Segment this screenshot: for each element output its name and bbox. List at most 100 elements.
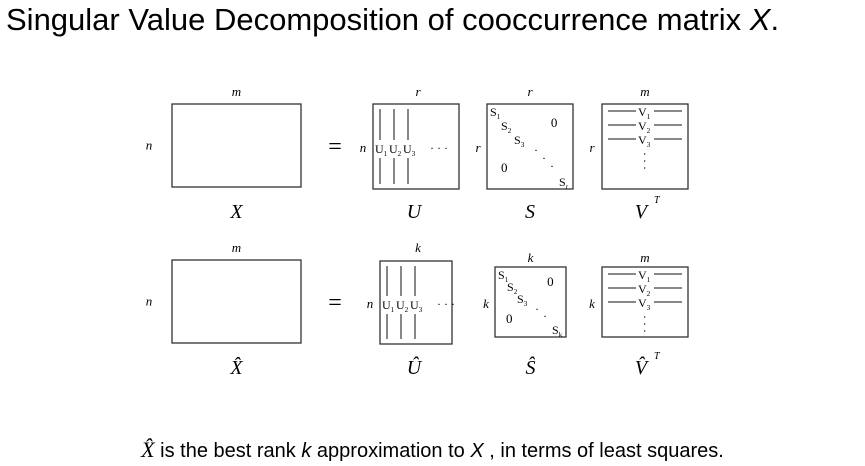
u-column-1-subscript: 1 xyxy=(384,150,388,158)
s-diagonal-2-symbol: S xyxy=(501,119,508,133)
matrix-v-box xyxy=(601,103,689,190)
u-column-2-symbol: U xyxy=(396,298,405,312)
u-column-3-subscript: 3 xyxy=(412,150,416,158)
s-diagonal-3-subscript: 3 xyxy=(524,300,528,308)
v-row-1-symbol: V xyxy=(638,268,647,282)
caption-k: k xyxy=(301,440,312,462)
s-diagonal-3: S3 xyxy=(514,133,525,149)
s-diagonal-dot: · xyxy=(543,309,547,323)
matrix-u-name: U xyxy=(407,201,423,223)
matrix-s-box xyxy=(486,103,574,190)
matrix-v-cols-label: m xyxy=(640,250,649,265)
svg-text:Sr: Sr xyxy=(559,175,569,191)
v-row-1: V1 xyxy=(638,105,651,121)
matrix-x-rows-label: n xyxy=(146,138,153,153)
s-diagonal-3-subscript: 3 xyxy=(521,141,525,149)
matrix-u-name: Û xyxy=(407,355,423,379)
svg-text:V2: V2 xyxy=(638,119,651,135)
u-column-3-symbol: U xyxy=(410,298,419,312)
title-text: Singular Value Decomposition of cooccurr… xyxy=(6,2,750,37)
v-vertical-dots: · · · xyxy=(638,152,652,170)
title-variable: X xyxy=(749,2,771,37)
u-column-1-symbol: U xyxy=(375,142,384,156)
svg-text:U2: U2 xyxy=(389,142,402,158)
u-column-3-subscript: 3 xyxy=(419,306,423,314)
svg-text:U1: U1 xyxy=(375,142,388,158)
s-diagonal-1-subscript: 1 xyxy=(505,276,509,284)
u-column-3: U3 xyxy=(403,142,416,158)
u-column-1: U1 xyxy=(382,298,395,314)
v-row-2-subscript: 2 xyxy=(647,127,651,135)
v-row-3: V3 xyxy=(638,296,651,312)
matrix-x-cols-label: m xyxy=(232,84,241,99)
matrix-x-box xyxy=(171,103,302,188)
caption: X̂ is the best rank k approximation to X… xyxy=(0,437,865,463)
u-column-3: U3 xyxy=(410,298,423,314)
matrix-u-cols-label: k xyxy=(415,240,421,255)
s-diagonal-2-subscript: 2 xyxy=(514,288,518,296)
svg-text:S1: S1 xyxy=(498,268,509,284)
matrix-u-box xyxy=(372,103,460,190)
svg-text:V3: V3 xyxy=(638,296,651,312)
matrix-x-cols-label: m xyxy=(232,240,241,255)
matrix-u-rows-label: n xyxy=(360,140,367,155)
svg-text:V1: V1 xyxy=(638,105,651,121)
matrix-v-rows-label: r xyxy=(589,140,595,155)
caption-text-3: , in terms of least squares. xyxy=(483,440,724,462)
v-row-1-symbol: V xyxy=(638,105,647,119)
s-diagonal-last-symbol: S xyxy=(559,175,566,189)
s-zero-lower: 0 xyxy=(506,311,513,326)
s-diagonal-last: Sk xyxy=(552,323,563,339)
v-row-3-subscript: 3 xyxy=(647,141,651,149)
v-row-2-symbol: V xyxy=(638,282,647,296)
v-row-1-subscript: 1 xyxy=(647,113,651,121)
svg-text:S3: S3 xyxy=(514,133,525,149)
svg-text:U3: U3 xyxy=(403,142,416,158)
matrix-v-name: V̂ xyxy=(635,356,650,379)
u-column-1-symbol: U xyxy=(382,298,391,312)
s-diagonal-1-symbol: S xyxy=(490,105,497,119)
matrix-s-rows-label: r xyxy=(475,140,481,155)
svg-text:S1: S1 xyxy=(490,105,501,121)
matrix-s-box xyxy=(494,266,567,338)
matrix-x-box xyxy=(171,259,302,344)
svg-text:U3: U3 xyxy=(410,298,423,314)
s-zero-lower: 0 xyxy=(501,160,508,175)
s-diagonal-dot: · xyxy=(534,143,538,157)
matrix-s-name: S xyxy=(525,201,535,223)
v-row-2: V2 xyxy=(638,282,651,298)
slide-title: Singular Value Decomposition of cooccurr… xyxy=(6,2,779,38)
matrix-u-rows-label: n xyxy=(367,296,374,311)
matrix-v-superscript: T xyxy=(654,195,661,206)
svg-text:V1: V1 xyxy=(638,268,651,284)
s-diagonal-2-subscript: 2 xyxy=(508,127,512,135)
equals-sign: = xyxy=(328,290,342,316)
svg-text:V3: V3 xyxy=(638,133,651,149)
v-row-3: V3 xyxy=(638,133,651,149)
u-column-3-symbol: U xyxy=(403,142,412,156)
matrix-s-cols-label: k xyxy=(528,250,534,265)
v-row-1: V1 xyxy=(638,268,651,284)
matrix-v-name: V xyxy=(635,201,650,223)
v-vertical-dots: · · · xyxy=(638,315,652,333)
matrix-s-cols-label: r xyxy=(527,84,533,99)
s-diagonal-dot: · xyxy=(535,302,539,316)
caption-xhat: X̂ xyxy=(141,437,155,462)
v-row-2-subscript: 2 xyxy=(647,290,651,298)
s-diagonal-last-subscript: r xyxy=(566,183,569,191)
s-diagonal-2-symbol: S xyxy=(507,280,514,294)
u-column-2: U2 xyxy=(396,298,409,314)
caption-text-1: is the best rank xyxy=(154,440,302,462)
v-row-2-symbol: V xyxy=(638,119,647,133)
s-diagonal-3: S3 xyxy=(517,292,528,308)
matrix-x-name: X̂ xyxy=(229,356,243,379)
u-ellipsis: · · · xyxy=(437,297,455,311)
s-diagonal-last: Sr xyxy=(559,175,569,191)
matrix-v-rows-label: k xyxy=(589,296,595,311)
s-diagonal-3-symbol: S xyxy=(514,133,521,147)
u-column-1: U1 xyxy=(375,142,388,158)
u-ellipsis: · · · xyxy=(430,141,448,155)
svg-text:V2: V2 xyxy=(638,282,651,298)
